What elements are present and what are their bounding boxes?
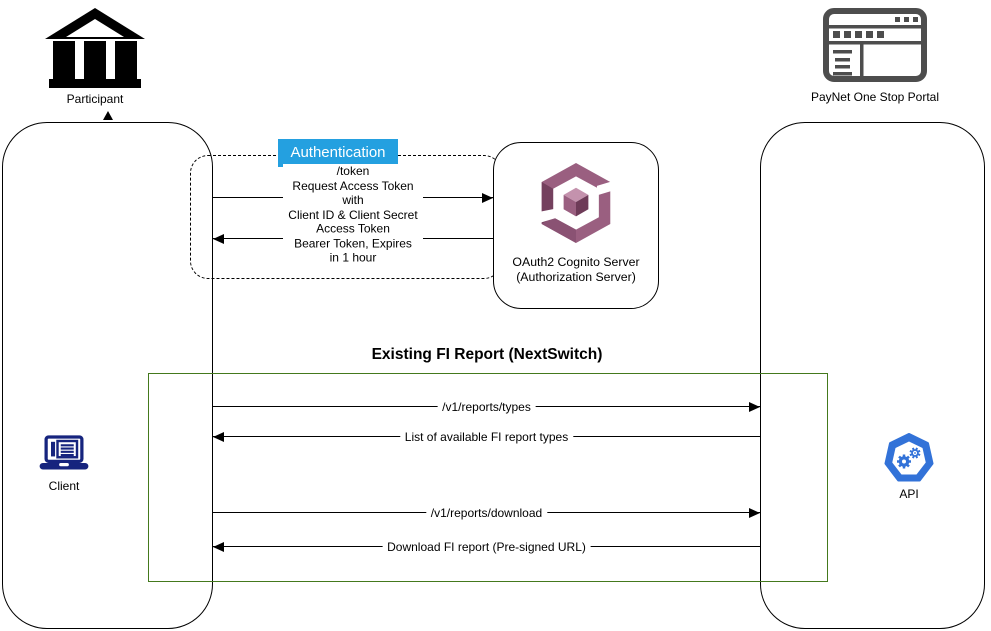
message-label: Access Token Bearer Token, Expires in 1 … [283, 221, 423, 265]
report-section-title: Existing FI Report (NextSwitch) [371, 346, 603, 363]
arrowhead-right-icon [749, 401, 760, 412]
client-lane [2, 122, 213, 629]
arrowhead-left-icon [213, 431, 224, 442]
laptop-icon [38, 435, 90, 473]
authentication-group-title: Authentication [278, 139, 398, 167]
client-label: Client [48, 479, 80, 493]
report-group-box [148, 373, 828, 582]
portal-label: PayNet One Stop Portal [810, 90, 940, 104]
arrowhead-left-icon [213, 541, 224, 552]
participant-label: Participant [66, 92, 124, 106]
message-label: /v1/reports/types [437, 399, 536, 415]
message-label: Download FI report (Pre-signed URL) [382, 539, 591, 555]
message-label: List of available FI report types [399, 429, 574, 445]
message-label: /v1/reports/download [425, 505, 548, 521]
arrowhead-right-icon [749, 507, 760, 518]
aws-cognito-icon [536, 157, 616, 249]
cognito-node: OAuth2 Cognito Server (Authorization Ser… [493, 142, 659, 309]
bank-icon [45, 8, 145, 88]
gears-heptagon-icon [884, 433, 934, 483]
browser-window-icon [823, 8, 927, 82]
api-lane [760, 122, 985, 629]
api-label: API [899, 487, 919, 501]
lane-to-participant-arrowhead-icon [103, 111, 113, 120]
arrowhead-right-icon [482, 192, 493, 203]
message-label: /token Request Access Token with Client … [283, 164, 423, 222]
arrowhead-left-icon [213, 233, 224, 244]
cognito-label: OAuth2 Cognito Server (Authorization Ser… [512, 255, 640, 284]
